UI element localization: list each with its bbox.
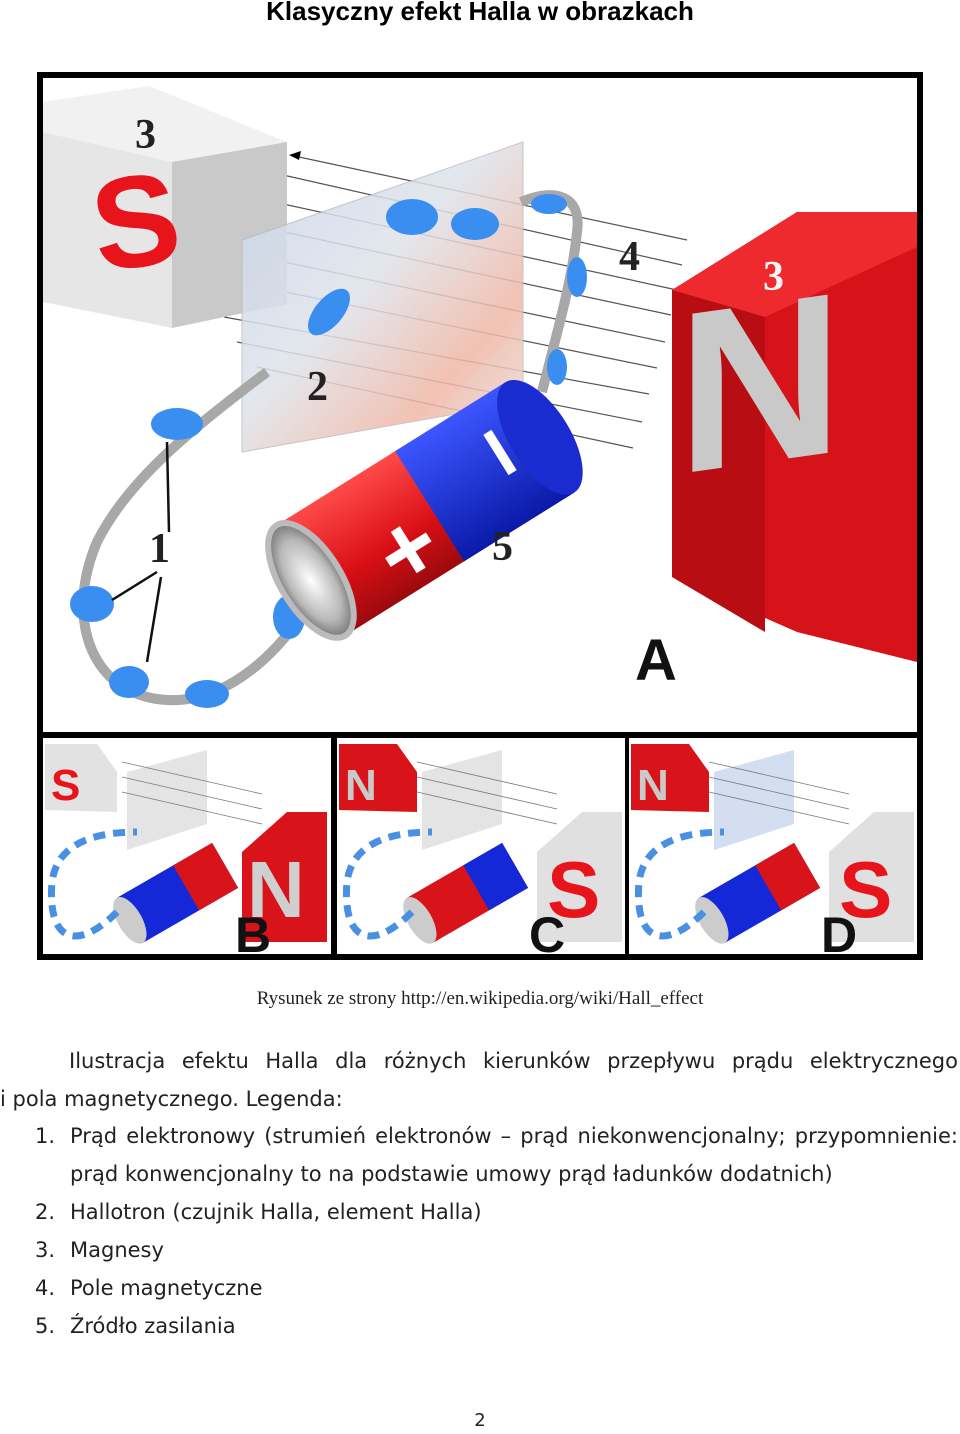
page-title: Klasyczny efekt Halla w obrazkach — [266, 0, 694, 26]
legend-number: 1. — [35, 1124, 56, 1148]
legend-number: 2. — [35, 1200, 56, 1224]
label-1: 1 — [149, 526, 170, 572]
legend-item: 1. Prąd elektronowy (strumień elektronów … — [0, 1117, 958, 1193]
legend-text: Źródło zasilania — [70, 1314, 236, 1338]
label-5: 5 — [492, 524, 513, 570]
paragraph-line-1: Ilustracja efektu Halla dla różnych kier… — [69, 1049, 958, 1073]
legend-text: Prąd elektronowy (strumień elektronów – … — [70, 1124, 958, 1186]
legend-number: 5. — [35, 1314, 56, 1338]
magnet-right-pole-label: N — [677, 243, 843, 523]
legend-item: 4. Pole magnetyczne — [0, 1269, 958, 1307]
legend-text: Magnesy — [70, 1238, 164, 1262]
magnet-left-pole-label: S — [83, 143, 189, 300]
label-3-right: 3 — [763, 254, 784, 300]
panel-b-scene — [45, 744, 327, 944]
legend-item: 2. Hallotron (czujnik Halla, element Hall… — [0, 1193, 958, 1231]
description-paragraph: Ilustracja efektu Halla dla różnych kier… — [0, 1042, 958, 1118]
panel-a-letter: A — [635, 628, 677, 693]
legend-number: 4. — [35, 1276, 56, 1300]
page-number: 2 — [474, 1410, 486, 1431]
panel-d-right-pole: S — [839, 845, 892, 934]
panel-b-right-pole: N — [247, 845, 305, 934]
paragraph-line-2: i pola magnetycznego. Legenda: — [0, 1087, 343, 1111]
legend-text: Pole magnetyczne — [70, 1276, 263, 1300]
hall-effect-figure: S 3 2 N 3 4 1 + – 5 A — [37, 72, 923, 960]
legend-list: 1. Prąd elektronowy (strumień elektronów … — [0, 1117, 958, 1345]
label-1-pointers — [111, 441, 171, 663]
panel-c-scene — [339, 744, 622, 944]
label-2: 2 — [307, 364, 328, 410]
figure-caption: Rysunek ze strony http://en.wikipedia.or… — [256, 988, 704, 1009]
panel-d-letter: D — [821, 907, 857, 960]
electrons — [70, 194, 587, 708]
label-3-left: 3 — [135, 112, 156, 158]
panel-d-scene — [631, 744, 914, 944]
legend-number: 3. — [35, 1238, 56, 1262]
magnet-n-right — [672, 212, 917, 662]
battery — [265, 379, 583, 641]
panel-d-left-pole: N — [637, 761, 669, 810]
panel-c-letter: C — [529, 907, 565, 960]
panel-c-right-pole: S — [547, 845, 600, 934]
legend-item: 5. Źródło zasilania — [0, 1307, 958, 1345]
panel-b-left-pole: S — [51, 761, 80, 810]
label-4: 4 — [619, 234, 640, 280]
legend-item: 3. Magnesy — [0, 1231, 958, 1269]
panel-b-letter: B — [235, 907, 271, 960]
panel-c-left-pole: N — [345, 761, 377, 810]
legend-text: Hallotron (czujnik Halla, element Halla) — [70, 1200, 482, 1224]
